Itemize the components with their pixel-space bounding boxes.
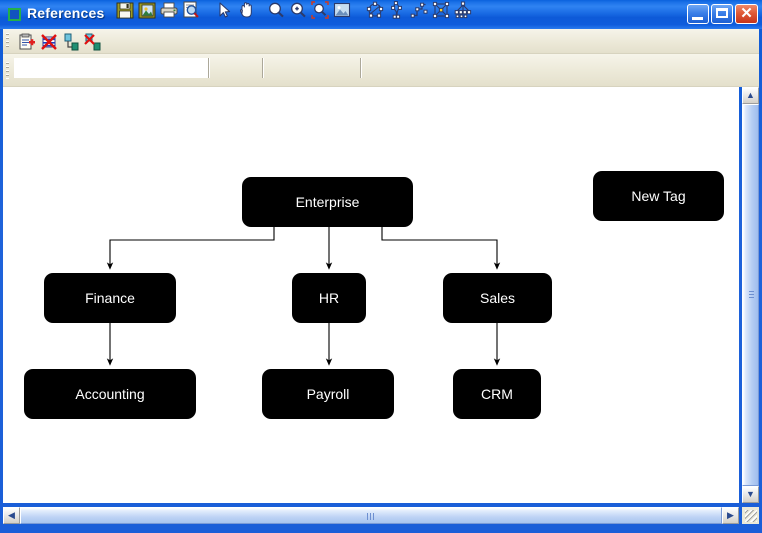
vertical-scroll-thumb[interactable]: [742, 104, 759, 486]
resize-grip[interactable]: [742, 507, 759, 524]
toolbar-separator-3: [360, 58, 362, 78]
symmetric-layout-icon[interactable]: [431, 0, 451, 20]
minimize-icon: [692, 17, 703, 20]
close-icon: ✕: [740, 5, 753, 22]
fit-content-icon[interactable]: [332, 0, 352, 20]
reference-toolbar: [3, 29, 759, 54]
horizontal-scroll-thumb[interactable]: [20, 507, 722, 524]
window-title: References: [27, 5, 105, 21]
graph-name-field[interactable]: [14, 58, 210, 78]
scroll-thumb-grip-icon: [367, 513, 375, 520]
node-label: CRM: [481, 386, 513, 402]
node-label: Accounting: [75, 386, 145, 402]
graph-node-accounting[interactable]: Accounting: [24, 369, 196, 419]
hierarchic-layout-icon[interactable]: [453, 0, 473, 20]
graph-node-enterprise[interactable]: Enterprise: [242, 177, 413, 227]
graph-edges: [106, 227, 501, 366]
print-icon[interactable]: [159, 0, 179, 20]
graph-node-hr[interactable]: HR: [292, 273, 366, 323]
delete-reference-icon[interactable]: [39, 32, 59, 52]
chevron-down-icon: ▼: [746, 489, 755, 499]
graph-node-sales[interactable]: Sales: [443, 273, 552, 323]
circular-layout-icon[interactable]: [365, 0, 385, 20]
zoom-area-icon[interactable]: [310, 0, 330, 20]
node-label: Payroll: [306, 386, 350, 402]
horizontal-scrollbar[interactable]: ◀ ▶: [3, 507, 739, 524]
resize-grip-icon: [745, 510, 757, 522]
pan-hand-tool-icon[interactable]: [236, 0, 256, 20]
graph-canvas[interactable]: Enterprise Finance HR Sales Accounting P…: [3, 87, 739, 503]
organic-layout-icon[interactable]: [387, 0, 407, 20]
save-image-icon[interactable]: [137, 0, 157, 20]
delete-node-icon[interactable]: [83, 32, 103, 52]
scroll-up-button[interactable]: ▲: [742, 87, 759, 104]
scroll-thumb-grip-icon: [749, 291, 754, 299]
zoom-in-icon[interactable]: [288, 0, 308, 20]
orthogonal-layout-icon[interactable]: [409, 0, 429, 20]
maximize-icon: [716, 8, 728, 18]
minimize-button[interactable]: [687, 4, 709, 24]
window-icon: [8, 8, 21, 21]
pointer-tool-icon[interactable]: [214, 0, 234, 20]
close-button[interactable]: ✕: [735, 4, 758, 24]
graph-node-payroll[interactable]: Payroll: [262, 369, 394, 419]
graph-node-finance[interactable]: Finance: [44, 273, 176, 323]
node-label: HR: [318, 290, 340, 306]
scroll-down-button[interactable]: ▼: [742, 486, 759, 503]
add-reference-icon[interactable]: [17, 32, 37, 52]
node-label: New Tag: [631, 188, 686, 204]
vertical-scrollbar[interactable]: ▲ ▼: [742, 87, 759, 503]
graph-node-new-tag[interactable]: New Tag: [593, 171, 724, 221]
chevron-right-icon: ▶: [727, 510, 734, 520]
maximize-button[interactable]: [711, 4, 733, 24]
node-label: Finance: [85, 290, 135, 306]
chevron-up-icon: ▲: [746, 90, 755, 100]
scroll-right-button[interactable]: ▶: [722, 507, 739, 524]
toolbar-separator-1: [208, 58, 210, 78]
toolbar-separator-2: [262, 58, 264, 78]
node-label: Enterprise: [295, 194, 360, 210]
zoom-out-icon[interactable]: [266, 0, 286, 20]
toolbar-grip-2[interactable]: [6, 62, 9, 79]
toolbar-grip[interactable]: [6, 33, 9, 49]
graph-node-crm[interactable]: CRM: [453, 369, 541, 419]
add-node-icon[interactable]: [61, 32, 81, 52]
chevron-left-icon: ◀: [8, 510, 15, 520]
node-label: Sales: [479, 290, 516, 306]
scroll-left-button[interactable]: ◀: [3, 507, 20, 524]
print-preview-icon[interactable]: [181, 0, 201, 20]
save-icon[interactable]: [115, 0, 135, 20]
